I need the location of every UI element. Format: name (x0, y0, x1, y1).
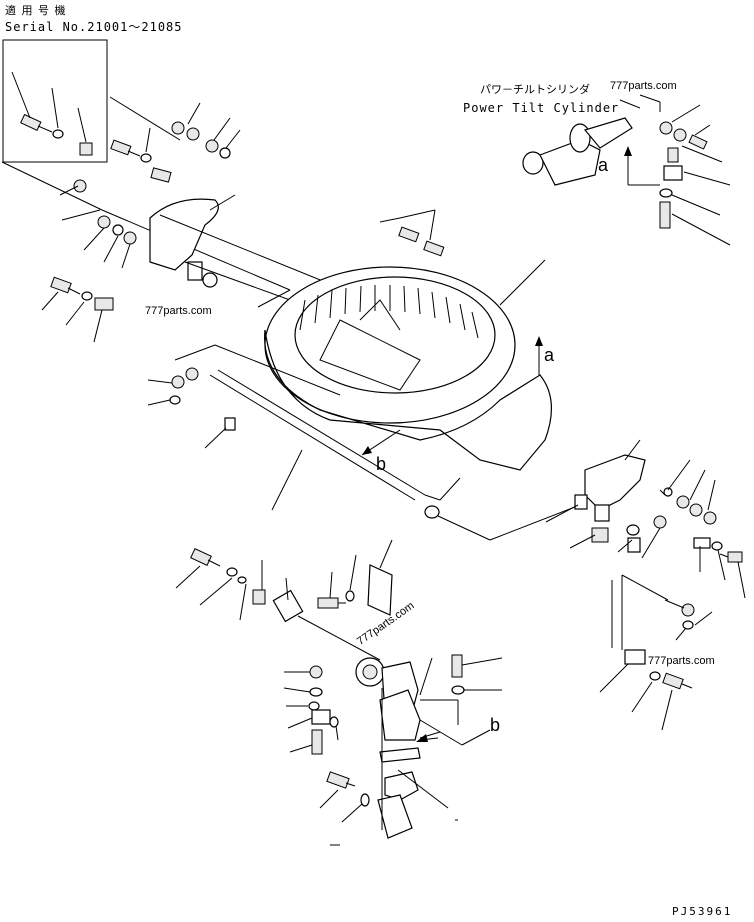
nut-part (171, 375, 185, 389)
nut-part (97, 215, 111, 229)
nut-part (186, 127, 200, 141)
nut-part (309, 665, 323, 679)
nut-part (424, 505, 440, 519)
bushing-part (591, 527, 609, 543)
washer-part (682, 620, 694, 630)
nut-part (185, 367, 199, 381)
nut-part (171, 121, 185, 135)
shim-plate (379, 747, 421, 763)
bolt-part (659, 201, 671, 229)
washer-part (140, 153, 152, 163)
washer-part (309, 687, 323, 697)
bushing-part (594, 504, 610, 522)
nut-part (681, 603, 695, 617)
bolt-part (451, 654, 463, 678)
view-label-a: a (544, 345, 555, 365)
callout-title-en: Power Tilt Cylinder (463, 101, 620, 115)
inset-washer (52, 129, 64, 139)
watermark: 777parts.com (648, 655, 715, 667)
pin-part (663, 165, 683, 181)
washer-part (711, 541, 723, 551)
watermark: 777parts.com (610, 80, 677, 92)
bolt-part (110, 139, 141, 157)
nut-part (205, 139, 219, 153)
bushing-part (627, 537, 641, 553)
washer-part (626, 524, 640, 536)
bushing-part (311, 709, 331, 725)
applicable-serial-label-jp: 適 用 号 機 (5, 4, 67, 17)
washer-part (345, 590, 355, 602)
inset-box (2, 39, 108, 163)
washer-part (659, 188, 673, 198)
nut-part (703, 511, 717, 525)
clip-part (693, 537, 711, 549)
grease-fitting (252, 589, 266, 605)
mount-plate (367, 564, 393, 616)
watermark: 777parts.com (145, 305, 212, 317)
gear-teeth (299, 285, 479, 339)
bolt-part (50, 276, 81, 295)
washer-part (226, 567, 238, 577)
nut-part (673, 128, 687, 142)
circle-gear-inner (294, 276, 496, 394)
bolt-part (190, 548, 221, 567)
nut-part (659, 121, 673, 135)
pin-part (667, 147, 679, 163)
washer-part (237, 576, 247, 584)
nut-part (653, 515, 667, 529)
washer-part (663, 487, 673, 497)
view-label-b: b (376, 454, 387, 474)
washer-part (649, 671, 661, 681)
plate-part (94, 297, 114, 311)
pin-part (272, 589, 304, 623)
clip-part (224, 417, 236, 431)
link-bracket (584, 454, 646, 511)
nut-part (73, 179, 87, 193)
drawbar-frame (264, 329, 553, 471)
guide-plate (377, 794, 413, 839)
inset-bolt (20, 113, 53, 133)
washer-part (112, 224, 124, 236)
bolt-part (398, 226, 445, 257)
washer-part (360, 793, 370, 807)
washer-part (308, 701, 320, 711)
view-label-a: a (598, 155, 609, 175)
washer-part (219, 147, 231, 159)
view-label-b: b (490, 715, 501, 735)
clip-part (150, 167, 172, 183)
callout-title-jp: パワ－チルトシリンダ (480, 83, 590, 96)
washer-part (329, 716, 339, 728)
tilt-bracket (149, 198, 219, 271)
bolt-part (326, 771, 356, 789)
bushing-part (187, 261, 203, 281)
washer-part (451, 685, 465, 695)
bolt-part (317, 597, 346, 609)
bushing-part (202, 272, 218, 288)
bolt-part (719, 551, 743, 563)
bolt-part (662, 672, 693, 690)
tie-rod (209, 374, 416, 501)
bolt-part (688, 134, 708, 150)
bolt-part (311, 729, 323, 755)
plate-part (624, 649, 646, 665)
nut-part (676, 495, 690, 509)
bushing-part (574, 494, 588, 510)
washer-part (81, 291, 93, 301)
washer-part (169, 395, 181, 405)
inset-plate (79, 142, 93, 156)
drawing-number: PJ53961 (672, 905, 733, 918)
bracket-lower (379, 689, 421, 741)
serial-range: Serial No.21001～21085 (5, 20, 183, 34)
nut-part (123, 231, 137, 245)
shim-plate (384, 771, 419, 801)
power-tilt-cylinder (522, 117, 633, 186)
nut-part (689, 503, 703, 517)
